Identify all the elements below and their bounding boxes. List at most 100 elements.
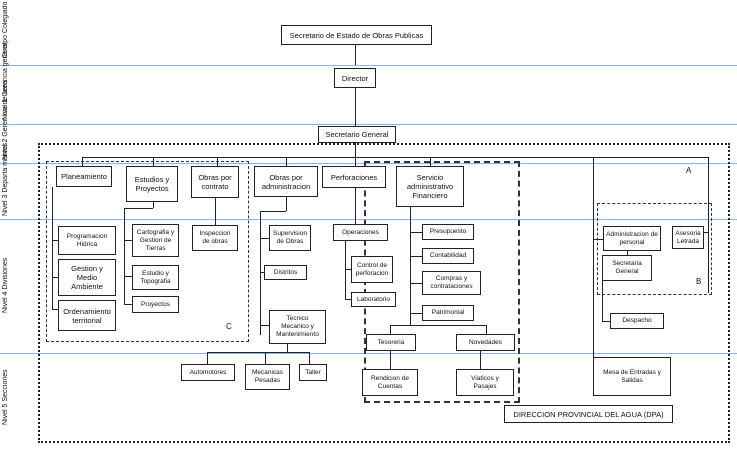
connector (410, 207, 411, 325)
org-box-programacion-hidrica: Programacion Hidrica (58, 226, 116, 255)
connector (260, 325, 269, 326)
region-tag-b: B (696, 277, 702, 286)
org-box-automotores: Automotores (181, 364, 235, 381)
connector (52, 187, 53, 309)
connector (124, 208, 125, 304)
org-box-estudio-topografia: Estudio y Topografia (132, 265, 179, 290)
connector (602, 321, 610, 322)
connector (153, 202, 154, 208)
org-box-rendicion-cuentas: Rendicion de Cuentas (362, 369, 418, 396)
level-separator (0, 163, 737, 164)
connector (355, 143, 356, 157)
region-tag-a: A (686, 166, 692, 175)
connector (286, 197, 287, 211)
org-box-planeamiento: Planeamiento (56, 166, 112, 187)
connector (260, 211, 261, 335)
org-box-distritos: Distritos (264, 265, 307, 280)
connector (410, 232, 422, 233)
org-box-despacho: Despacho (610, 313, 664, 329)
connector (355, 157, 356, 166)
org-box-proyectos: Proyectos (132, 296, 179, 313)
connector (390, 325, 391, 334)
connector (593, 157, 594, 369)
connector (287, 344, 288, 352)
org-box-supervision-obras: Supervision de Obras (269, 225, 311, 251)
org-box-contabilidad: Contabilidad (422, 248, 474, 264)
org-box-tesoreria: Tesoreria (366, 334, 416, 351)
connector (260, 238, 269, 239)
org-box-servicio-admin: Servicio administrativo Financiero (396, 166, 464, 207)
connector (124, 304, 132, 305)
connector (627, 251, 628, 255)
connector (52, 277, 58, 278)
connector (410, 256, 422, 257)
connector (82, 157, 83, 166)
org-box-administracion-personal: Administracion de personal (603, 226, 661, 251)
connector (602, 281, 603, 321)
org-box-ordenamiento-territorial: Ordenamiento territorial (58, 300, 116, 331)
org-box-dpa: DIRECCION PROVINCIAL DEL AGUA (DPA) (504, 405, 673, 423)
org-box-presupuesto: Presupuesto (422, 224, 474, 240)
level-label-nivel3: Nivel 3 Departa mentos (2, 142, 9, 216)
connector (124, 208, 153, 209)
connector (153, 157, 154, 166)
org-box-mesa-entradas: Mesa de Entradas y Salidas (593, 357, 671, 396)
region-tag-c: C (226, 322, 232, 331)
connector (207, 352, 309, 353)
connector (390, 351, 391, 369)
org-box-inspeccion-obras: Inspeccion de obras (192, 225, 238, 251)
connector (124, 240, 132, 241)
connector (345, 269, 351, 270)
org-box-perforaciones: Perforaciones (322, 166, 386, 188)
org-box-director: Director (334, 68, 376, 88)
connector (265, 352, 266, 364)
connector (345, 241, 346, 299)
level-separator (0, 353, 737, 354)
org-box-control-perforacion: Control de perforacion (351, 256, 393, 283)
connector (82, 157, 708, 158)
org-box-estudios-proyectos: Estudios y Proyectos (126, 166, 178, 202)
org-box-secretaria-general: Secretaria General (602, 255, 652, 281)
org-box-obras-administracion: Obras por administracion (254, 166, 318, 197)
org-box-novedades: Novedades (456, 334, 515, 351)
org-box-obras-contrato: Obras por contrato (191, 166, 239, 198)
org-box-secretario-estado: Secretario de Estado de Obras Publicas (281, 25, 432, 45)
legal-region (597, 203, 712, 295)
connector (217, 157, 218, 166)
connector (708, 157, 709, 293)
connector (260, 211, 286, 212)
level-label-nivel4: Nivel 4 Divisiones (2, 257, 9, 313)
org-box-patrimonial: Patrimonial (422, 305, 474, 321)
connector (309, 352, 310, 364)
dpa-region (38, 143, 730, 443)
planning-region (46, 161, 249, 342)
connector (52, 309, 58, 310)
connector (345, 299, 351, 300)
connector (52, 240, 58, 241)
connector (124, 276, 132, 277)
connector (410, 313, 422, 314)
connector (390, 325, 486, 326)
connector (486, 325, 487, 334)
connector (286, 157, 287, 166)
org-box-operaciones: Operaciones (333, 224, 388, 241)
org-box-secretario-general: Secretario General (318, 126, 396, 143)
connector (355, 45, 356, 65)
level-separator (0, 65, 737, 66)
connector (480, 351, 481, 369)
connector (410, 283, 422, 284)
org-box-cartografia: Cartografia y Gestion de Tierras (132, 224, 179, 257)
connector (355, 188, 356, 224)
org-box-taller: Taller (299, 364, 327, 381)
org-box-laboratorio: Laboratorio (351, 292, 396, 307)
connector (207, 352, 208, 364)
level-label-nivel5: Nivel 5 Secciones (2, 369, 9, 425)
level-separator (0, 219, 737, 220)
connector (355, 88, 356, 126)
level-separator (0, 124, 737, 125)
org-box-compras: Compras y contrataciones (422, 271, 481, 295)
org-box-tecnico-mecanico: Tecnico Mecanico y Mantenimiento (269, 310, 326, 344)
org-box-mecanicas-pesadas: Mecanicas Pesadas (245, 364, 290, 390)
org-box-viaticos: Viaticos y Pasajes (456, 369, 514, 396)
org-box-gestion-medio-ambiente: Gestion y Medio Ambiente (58, 259, 116, 296)
